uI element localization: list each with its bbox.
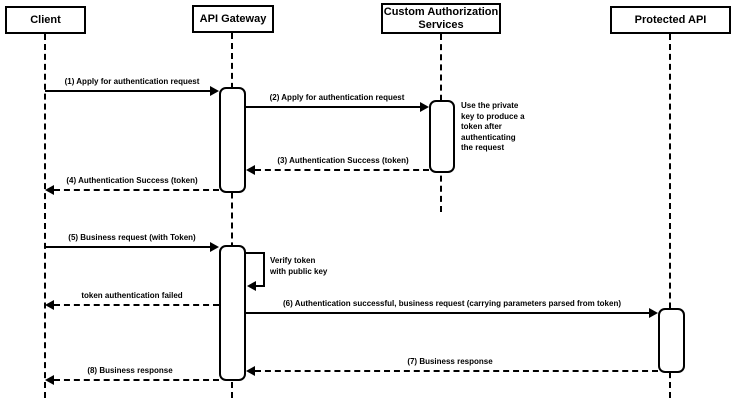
- message-arrow-7: [255, 370, 658, 372]
- lifeline-api-gateway: [231, 33, 233, 398]
- activation-bar-api-gateway-1: [219, 87, 246, 193]
- message-arrow-3: [255, 169, 429, 171]
- participant-box-client: Client: [5, 6, 86, 34]
- message-label-4: (4) Authentication Success (token): [66, 176, 198, 185]
- message-label-6: (6) Authentication successful, business …: [282, 299, 622, 308]
- participant-label-api-gateway: API Gateway: [199, 12, 267, 25]
- message-arrow-1: [45, 90, 212, 92]
- self-message-right-line: [263, 252, 265, 286]
- message-arrow-token-failed: [54, 304, 219, 306]
- activation-bar-api-gateway-2: [219, 245, 246, 381]
- participant-label-custom-authorization-services: Custom Authorization Services: [383, 5, 499, 31]
- activation-bar-custom-authorization-services: [429, 100, 455, 173]
- note-use-private-key: Use the private key to produce a token a…: [461, 101, 525, 152]
- arrowhead-left-icon: [45, 300, 54, 310]
- message-label-5: (5) Business request (with Token): [68, 233, 196, 242]
- arrowhead-left-icon: [246, 366, 255, 376]
- arrowhead-left-icon: [247, 281, 256, 291]
- message-label-8: (8) Business response: [87, 366, 173, 375]
- message-label-3: (3) Authentication Success (token): [277, 156, 409, 165]
- message-arrow-6: [246, 312, 649, 314]
- participant-box-api-gateway: API Gateway: [192, 5, 274, 33]
- message-arrow-8: [54, 379, 219, 381]
- arrowhead-right-icon: [210, 86, 219, 96]
- message-arrow-4: [54, 189, 219, 191]
- message-arrow-2: [246, 106, 422, 108]
- arrowhead-left-icon: [45, 185, 54, 195]
- participant-label-protected-api: Protected API: [634, 13, 707, 26]
- arrowhead-right-icon: [210, 242, 219, 252]
- self-message-bottom-line: [255, 285, 265, 287]
- participant-box-protected-api: Protected API: [610, 6, 731, 34]
- message-arrow-5: [45, 246, 212, 248]
- message-label-1: (1) Apply for authentication request: [64, 77, 200, 86]
- participant-label-client: Client: [30, 13, 61, 26]
- message-label-7: (7) Business response: [407, 357, 493, 366]
- message-label-2: (2) Apply for authentication request: [269, 93, 405, 102]
- self-message-label: Verify token with public key: [270, 256, 328, 276]
- arrowhead-left-icon: [246, 165, 255, 175]
- arrowhead-right-icon: [649, 308, 658, 318]
- arrowhead-left-icon: [45, 375, 54, 385]
- participant-box-custom-authorization-services: Custom Authorization Services: [381, 3, 501, 34]
- self-message-top-line: [246, 252, 265, 254]
- lifeline-client: [44, 34, 46, 398]
- activation-bar-protected-api: [658, 308, 685, 373]
- lifeline-protected-api: [669, 34, 671, 398]
- message-label-token-failed: token authentication failed: [81, 291, 183, 300]
- arrowhead-right-icon: [420, 102, 429, 112]
